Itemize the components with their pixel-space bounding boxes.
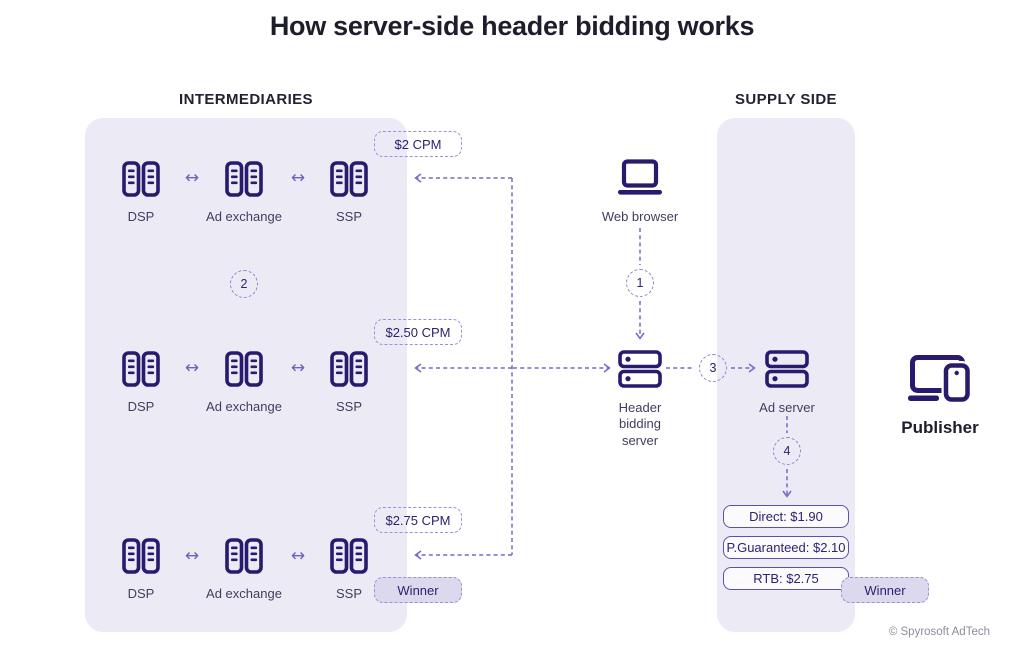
price-box-guaranteed: P.Guaranteed: $2.10 bbox=[723, 536, 849, 559]
section-header-supply-side: SUPPLY SIDE bbox=[735, 91, 837, 108]
node-label: DSP bbox=[127, 399, 155, 414]
bidirectional-arrow-icon: ↔ bbox=[290, 168, 306, 188]
node-label: Ad exchange bbox=[206, 209, 282, 224]
step-circle-2: 2 bbox=[230, 270, 258, 298]
node-label: SSP bbox=[335, 399, 362, 414]
copyright-credit: © Spyrosoft AdTech bbox=[888, 626, 990, 638]
node-label: DSP bbox=[127, 586, 155, 601]
step-circle-1: 1 bbox=[626, 269, 654, 297]
server-rack-icon bbox=[225, 374, 263, 391]
bidirectional-arrow-icon: ↔ bbox=[184, 168, 200, 188]
server-rack-icon bbox=[330, 184, 368, 201]
server-stack-icon bbox=[765, 375, 809, 392]
node-web-browser: Web browser bbox=[600, 159, 680, 225]
node-ad-exchange-row2: Ad exchange bbox=[204, 351, 284, 415]
bidirectional-arrow-icon: ↔ bbox=[184, 546, 200, 566]
server-rack-icon bbox=[122, 561, 160, 578]
node-label: Header bidding server bbox=[618, 400, 662, 448]
node-ad-exchange-row3: Ad exchange bbox=[204, 538, 284, 602]
node-header-bidding-server: Header bidding server bbox=[600, 350, 680, 450]
server-rack-icon bbox=[225, 561, 263, 578]
server-rack-icon bbox=[330, 561, 368, 578]
server-rack-icon bbox=[122, 374, 160, 391]
bid-badge-275cpm: $2.75 CPM bbox=[374, 507, 462, 533]
bid-badge-2cpm: $2 CPM bbox=[374, 131, 462, 157]
bidirectional-arrow-icon: ↔ bbox=[290, 546, 306, 566]
bidirectional-arrow-icon: ↔ bbox=[184, 358, 200, 378]
winner-badge-ssp: Winner bbox=[374, 577, 462, 603]
price-box-direct: Direct: $1.90 bbox=[723, 505, 849, 528]
page-title: How server-side header bidding works bbox=[269, 11, 755, 41]
node-label: Ad exchange bbox=[206, 586, 282, 601]
node-label: DSP bbox=[127, 209, 155, 224]
publisher-label: Publisher bbox=[901, 418, 979, 437]
bid-badge-250cpm: $2.50 CPM bbox=[374, 319, 462, 345]
server-rack-icon bbox=[122, 184, 160, 201]
node-dsp-row1: DSP bbox=[101, 161, 181, 225]
node-label: Ad server bbox=[759, 400, 815, 415]
step-circle-3: 3 bbox=[699, 354, 727, 382]
node-ssp-row3: SSP bbox=[309, 538, 389, 602]
step-circle-4: 4 bbox=[773, 437, 801, 465]
server-rack-icon bbox=[330, 374, 368, 391]
section-header-intermediaries: INTERMEDIARIES bbox=[179, 91, 313, 108]
node-ad-server: Ad server bbox=[747, 350, 827, 416]
node-ssp-row2: SSP bbox=[309, 351, 389, 415]
node-label: SSP bbox=[335, 586, 362, 601]
node-dsp-row3: DSP bbox=[101, 538, 181, 602]
price-box-rtb: RTB: $2.75 bbox=[723, 567, 849, 590]
winner-badge-rtb: Winner bbox=[841, 577, 929, 603]
node-ssp-row1: SSP bbox=[309, 161, 389, 225]
server-stack-icon bbox=[618, 375, 662, 392]
laptop-icon bbox=[617, 184, 663, 201]
bidirectional-arrow-icon: ↔ bbox=[290, 358, 306, 378]
node-label: SSP bbox=[335, 209, 362, 224]
publisher-devices-icon bbox=[908, 355, 970, 408]
node-dsp-row2: DSP bbox=[101, 351, 181, 415]
node-label: Web browser bbox=[601, 209, 679, 224]
node-ad-exchange-row1: Ad exchange bbox=[204, 161, 284, 225]
server-rack-icon bbox=[225, 184, 263, 201]
node-label: Ad exchange bbox=[206, 399, 282, 414]
